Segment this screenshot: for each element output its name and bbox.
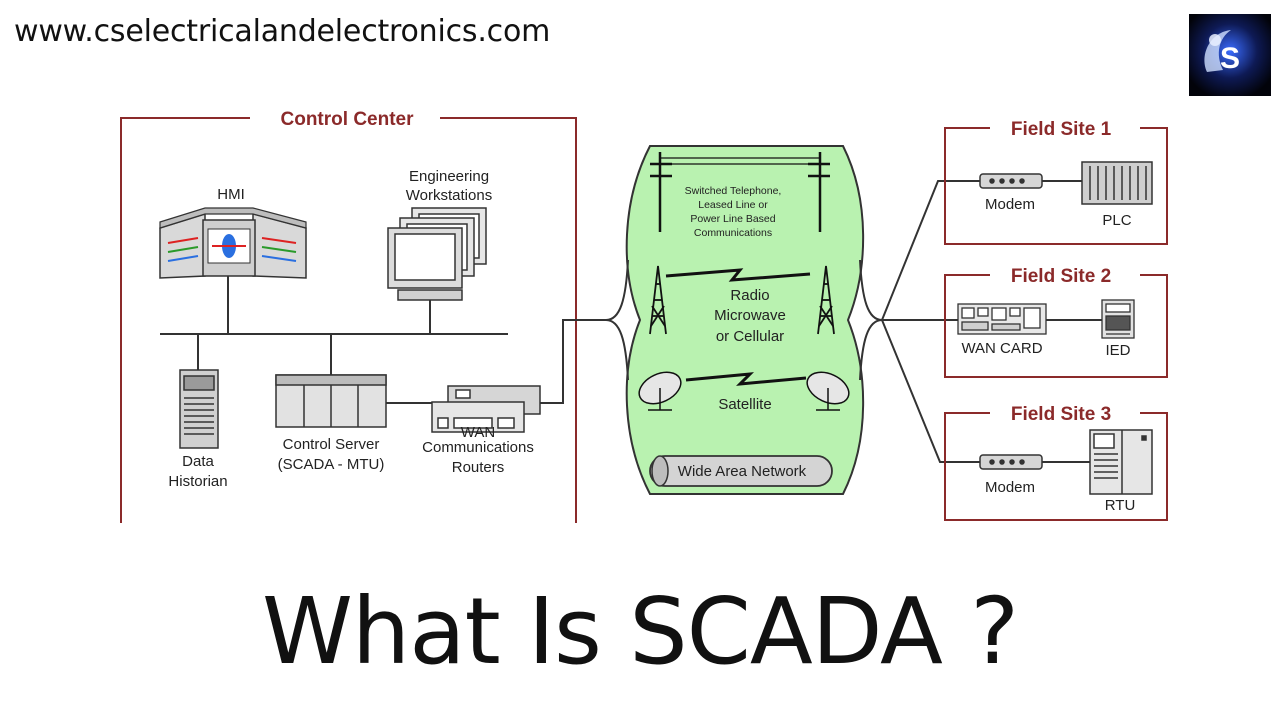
hmi-label: HMI	[217, 186, 245, 203]
network-cloud	[625, 145, 865, 495]
field-site-2-wancard-label: WAN CARD	[961, 340, 1042, 357]
field-site-1-modem-label: Modem	[985, 196, 1035, 213]
data-historian-label-line1: Data	[182, 453, 214, 470]
ied-icon	[1101, 299, 1135, 339]
wan-router-label-line2: Routers	[452, 459, 505, 476]
radio-tower-icon	[649, 265, 835, 335]
wan-pipe	[649, 455, 833, 487]
field-site-1-plc-label: PLC	[1102, 212, 1131, 229]
wan-router-icon	[431, 385, 541, 433]
right-connector	[859, 259, 883, 381]
satellite-dish-icon	[638, 371, 850, 411]
radio-label-line2: Microwave	[714, 307, 786, 324]
control-center-title: Control Center	[281, 109, 415, 130]
plc-icon	[1081, 161, 1153, 205]
left-connector	[605, 259, 629, 381]
workstation-icon	[387, 207, 487, 301]
telephone-pole-icon	[650, 152, 830, 232]
radio-label-line3: or Cellular	[716, 328, 784, 345]
field-site-1-title: Field Site 1	[1011, 119, 1112, 140]
wan-router-label-line1: Communications	[422, 439, 534, 456]
site-logo: S	[1189, 14, 1271, 96]
control-server-label-line1: Control Server	[283, 436, 380, 453]
control-bus	[160, 272, 608, 404]
site-url[interactable]: www.cselectricalandelectronics.com	[14, 14, 551, 49]
field-site-2-title: Field Site 2	[1011, 266, 1111, 287]
data-historian-label-line2: Historian	[168, 473, 227, 490]
field-site-2-ied-label: IED	[1105, 342, 1130, 359]
engineering-label-line1: Engineering	[409, 168, 489, 185]
wan-pipe-label: Wide Area Network	[678, 463, 807, 480]
satellite-link-bolt	[685, 372, 807, 386]
modem-1-icon	[979, 173, 1043, 189]
field-site-2-frame	[944, 274, 1168, 378]
wan-card-icon	[957, 303, 1047, 335]
page-title: What Is SCADA ?	[261, 578, 1019, 685]
field-site-3-modem-label: Modem	[985, 479, 1035, 496]
field-site-1-frame	[944, 127, 1168, 245]
control-server-icon	[275, 374, 387, 428]
satellite-label: Satellite	[718, 396, 771, 413]
telephone-label-line4: Communications	[694, 227, 772, 239]
rtu-icon	[1089, 429, 1153, 495]
field-site-3-title: Field Site 3	[1011, 404, 1111, 425]
field-site-3-rtu-label: RTU	[1105, 497, 1136, 514]
telephone-label-line3: Power Line Based	[690, 213, 775, 225]
telephone-label-line2: Leased Line or	[698, 199, 768, 211]
control-center-frame	[120, 117, 577, 523]
data-historian-icon	[179, 369, 219, 449]
control-server-label-line2: (SCADA - MTU)	[278, 456, 385, 473]
radio-link-bolt	[665, 268, 811, 282]
hmi-console-icon	[159, 207, 307, 279]
logo-letter: S	[1220, 42, 1240, 75]
wan-router-label-line0: WAN	[461, 424, 495, 441]
engineering-label-line2: Workstations	[406, 187, 492, 204]
modem-3-icon	[979, 454, 1043, 470]
radio-label-line1: Radio	[730, 287, 769, 304]
field-site-3-frame	[944, 412, 1168, 521]
telephone-label-line1: Switched Telephone,	[685, 185, 782, 197]
